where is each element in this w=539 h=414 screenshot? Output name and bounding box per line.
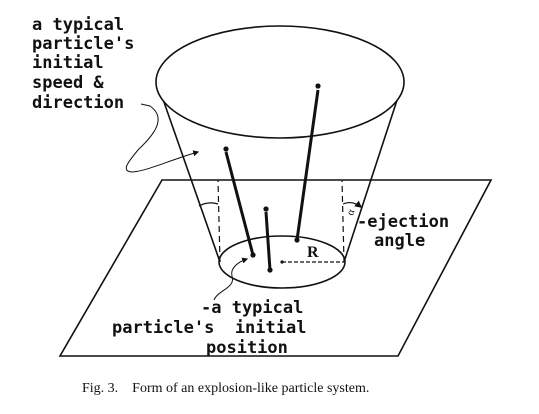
cone-top-ellipse bbox=[155, 25, 405, 139]
initial-position-line: -a typical bbox=[201, 298, 303, 318]
particle-start bbox=[294, 237, 300, 243]
cone-right-edge bbox=[343, 84, 403, 263]
initial-position-line: position bbox=[206, 338, 288, 358]
particle-tip bbox=[263, 206, 269, 212]
angle-mark: α bbox=[344, 207, 357, 217]
particle-tip bbox=[315, 83, 321, 89]
speed-direction-line: direction bbox=[32, 93, 124, 113]
cone-left-edge bbox=[157, 84, 221, 263]
speed-direction-line: speed & bbox=[32, 73, 104, 93]
speed-direction-line: a typical bbox=[32, 15, 124, 35]
particle-arrow bbox=[264, 211, 272, 271]
base-circle bbox=[218, 235, 346, 289]
ejection-angle-arc bbox=[342, 200, 363, 208]
ejection-angle-label: -ejection angle bbox=[357, 212, 449, 251]
initial-position-line: particle's initial bbox=[112, 318, 306, 338]
initial-position-label: -a typical particle's initial position bbox=[112, 298, 306, 358]
right-vertical-dashed bbox=[341, 179, 345, 263]
particle-tip bbox=[223, 146, 229, 152]
ejection-angle-line: -ejection bbox=[357, 212, 449, 232]
speed-direction-leader bbox=[125, 103, 200, 173]
particle-arrow bbox=[295, 89, 320, 241]
left-angle-arc bbox=[198, 202, 219, 207]
initial-position-leader bbox=[213, 257, 249, 301]
left-vertical-dashed bbox=[217, 179, 221, 263]
figure-caption: Fig. 3. Form of an explosion-like partic… bbox=[82, 381, 369, 396]
ground-plane bbox=[58, 179, 493, 357]
center-point bbox=[280, 260, 284, 264]
speed-direction-label: a typical particle's initial speed & dir… bbox=[32, 15, 134, 113]
speed-direction-line: particle's bbox=[32, 34, 134, 54]
particle-start bbox=[267, 267, 273, 273]
particle-trajectories bbox=[223, 83, 321, 273]
ejection-angle-line: angle bbox=[374, 231, 425, 251]
speed-direction-line: initial bbox=[32, 53, 104, 73]
radius-label: R bbox=[307, 244, 319, 261]
particle-start bbox=[250, 252, 256, 258]
particle-arrow bbox=[224, 151, 255, 256]
